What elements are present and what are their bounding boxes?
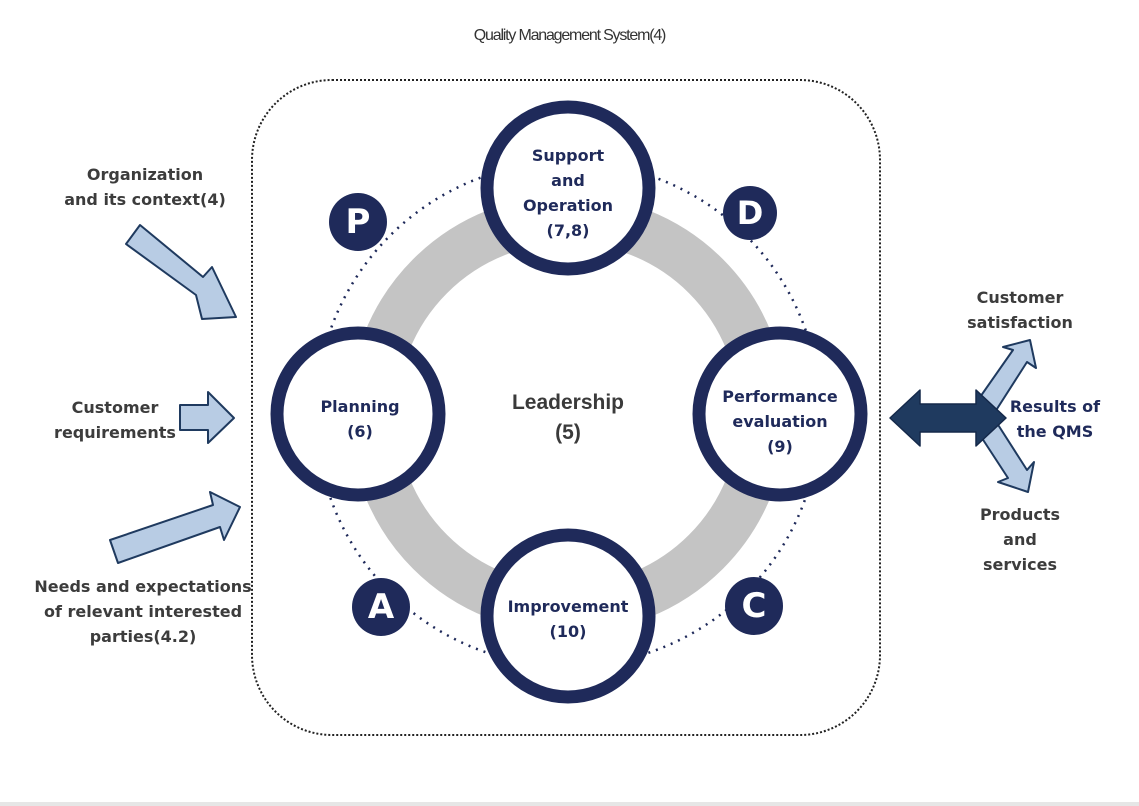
improvement-circle (480, 528, 656, 704)
interested-parties-arrow-icon (109, 491, 241, 564)
products-line1: Products (979, 505, 1061, 524)
act-badge (352, 578, 410, 636)
products-line3: services (982, 555, 1058, 574)
check-letter: C (741, 586, 767, 626)
organization-line2: and its context(4) (64, 190, 226, 209)
leadership-clause: (5) (555, 421, 581, 444)
support-operation-circle (480, 100, 656, 276)
interested-line3: parties(4.2) (89, 627, 197, 646)
results-line1: Results of (1009, 397, 1101, 416)
performance-evaluation-circle (692, 326, 868, 502)
planning-line2: (6) (347, 422, 373, 441)
support-line4: (7,8) (546, 221, 590, 240)
do-letter: D (736, 194, 764, 232)
performance-results-double-arrow-icon (889, 389, 1007, 447)
diagram-title: Quality Management System(4) (473, 27, 667, 44)
results-line2: the QMS (1016, 422, 1094, 441)
support-operation-label: Support and Operation (7,8) (498, 143, 638, 243)
leadership-text: Leadership (511, 391, 625, 414)
act-letter: A (367, 587, 395, 627)
interested-line1: Needs and expectations (34, 577, 252, 596)
satisfaction-line1: Customer (976, 288, 1064, 307)
support-line2: and (551, 171, 585, 190)
improvement-line1: Improvement (507, 597, 629, 616)
customer-req-line1: Customer (71, 398, 159, 417)
qms-boundary (251, 79, 881, 736)
products-services-label: Products and services (960, 502, 1080, 577)
bottom-divider (0, 802, 1139, 806)
customer-requirements-arrow-icon (179, 391, 235, 444)
performance-evaluation-label: Performance evaluation (9) (708, 384, 852, 459)
improvement-label: Improvement (10) (494, 594, 642, 644)
organization-arrow-icon (125, 224, 237, 320)
products-line2: and (1003, 530, 1037, 549)
customer-requirements-label: Customer requirements (50, 395, 180, 445)
customer-satisfaction-label: Customer satisfaction (955, 285, 1085, 335)
plan-letter: P (345, 202, 371, 242)
interested-line2: of relevant interested (43, 602, 243, 621)
support-line3: Operation (522, 196, 614, 215)
plan-badge (329, 193, 387, 251)
satisfaction-line2: satisfaction (967, 313, 1073, 332)
leadership-label: Leadership (5) (488, 388, 648, 448)
planning-line1: Planning (320, 397, 400, 416)
check-badge (725, 577, 783, 635)
performance-line1: Performance (722, 387, 838, 406)
customer-req-line2: requirements (54, 423, 176, 442)
customer-satisfaction-arrow-icon (977, 339, 1037, 413)
products-services-arrow-icon (977, 419, 1035, 493)
planning-label: Planning (6) (290, 394, 430, 444)
organization-context-label: Organization and its context(4) (50, 162, 240, 212)
support-line1: Support (531, 146, 605, 165)
improvement-line2: (10) (549, 622, 587, 641)
interested-parties-label: Needs and expectations of relevant inter… (30, 574, 256, 649)
results-of-qms-label: Results of the QMS (1000, 394, 1110, 444)
organization-line1: Organization (86, 165, 204, 184)
planning-circle (270, 326, 446, 502)
do-badge (723, 186, 777, 240)
performance-line3: (9) (767, 437, 793, 456)
performance-line2: evaluation (732, 412, 828, 431)
